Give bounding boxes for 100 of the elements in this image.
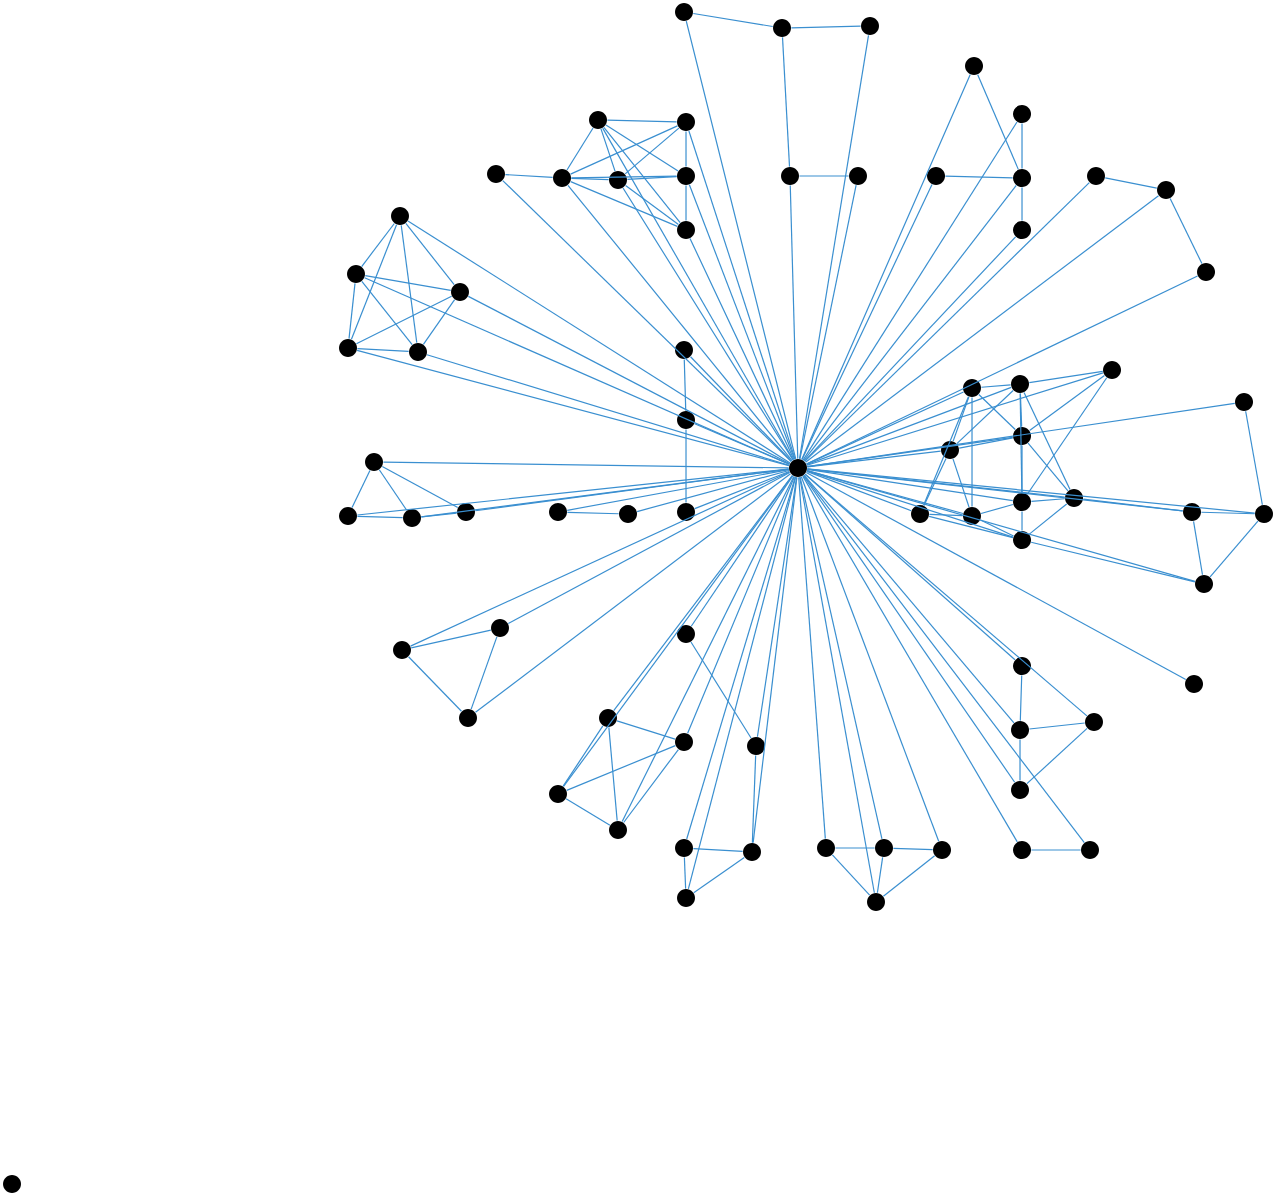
- edge-line: [804, 195, 1160, 463]
- edge-line: [798, 175, 850, 177]
- edge-line: [474, 468, 790, 512]
- edge-line: [1026, 727, 1088, 785]
- edge-line: [690, 475, 794, 627]
- edge-line: [602, 127, 794, 461]
- edge-line: [688, 130, 796, 460]
- node-dot: [963, 507, 981, 525]
- edge-line: [621, 475, 795, 823]
- edge-line: [1021, 122, 1023, 170]
- edge-line: [685, 130, 687, 168]
- node-dot: [743, 843, 761, 861]
- node-dot: [339, 507, 357, 525]
- edge-line: [606, 119, 678, 123]
- edge-line: [605, 124, 679, 172]
- node-dot: [675, 733, 693, 751]
- node-dot: [1185, 675, 1203, 693]
- edge-line: [566, 127, 594, 171]
- node-dot: [609, 821, 627, 839]
- edge-line: [603, 126, 681, 224]
- edge-line: [1027, 442, 1069, 492]
- node-dot: [1183, 503, 1201, 521]
- edge-line: [690, 641, 752, 739]
- node-dot: [391, 207, 409, 225]
- edge-line: [694, 423, 790, 465]
- node-dot: [963, 379, 981, 397]
- edge-line: [1030, 498, 1066, 502]
- edge-line: [600, 128, 616, 172]
- edge-line: [1028, 722, 1086, 730]
- edge-line: [474, 473, 792, 713]
- node-dot: [675, 341, 693, 359]
- edge-line: [692, 847, 744, 853]
- edge-line: [622, 187, 794, 461]
- edge-line: [1104, 177, 1158, 189]
- node-dot: [941, 441, 959, 459]
- edge-line: [790, 25, 862, 29]
- node-dot: [1087, 167, 1105, 185]
- node-dot: [677, 889, 695, 907]
- edge-line: [1028, 370, 1104, 384]
- edge-line: [502, 179, 792, 463]
- edge-line: [409, 471, 791, 647]
- edge-line: [687, 476, 795, 734]
- edge-line: [470, 636, 498, 710]
- edge-line: [608, 726, 618, 822]
- edge-line: [1029, 374, 1106, 432]
- edge-line: [507, 471, 791, 625]
- node-dot: [549, 785, 567, 803]
- node-dot: [1081, 841, 1099, 859]
- node-dot: [1235, 393, 1253, 411]
- edge-line: [566, 745, 676, 792]
- edge-line: [799, 476, 883, 840]
- edge-line: [566, 511, 620, 515]
- edge-line: [882, 855, 936, 897]
- edge-line: [356, 347, 410, 353]
- edge-line: [407, 220, 791, 464]
- edge-line: [804, 473, 1088, 717]
- edge-line: [798, 34, 870, 460]
- edge-line: [364, 275, 452, 291]
- node-dot: [1013, 105, 1031, 123]
- edge-line: [410, 629, 492, 649]
- edge-line: [980, 503, 1014, 515]
- node-dot: [965, 57, 983, 75]
- edge-line: [803, 474, 1085, 844]
- node-dot: [677, 167, 695, 185]
- edge-line: [752, 476, 798, 844]
- edge-line: [616, 720, 676, 740]
- node-dot: [875, 839, 893, 857]
- edge-line: [400, 224, 418, 344]
- node-dot: [677, 221, 695, 239]
- node-dot: [619, 505, 637, 523]
- node-dot: [393, 641, 411, 659]
- edge-line: [694, 470, 790, 510]
- node-dot: [1197, 263, 1215, 281]
- edge-line: [800, 476, 940, 842]
- edge-line: [356, 349, 790, 467]
- edge-line: [1021, 186, 1023, 222]
- node-dot: [789, 459, 807, 477]
- node-dot: [773, 19, 791, 37]
- edge-line: [1209, 520, 1259, 578]
- edge-line: [805, 275, 1199, 465]
- edge-line: [806, 372, 1104, 466]
- edge-line: [971, 396, 973, 508]
- node-dot: [1013, 427, 1031, 445]
- node-dot: [1013, 221, 1031, 239]
- edge-line: [806, 470, 912, 512]
- edge-line: [350, 224, 398, 340]
- node-dot: [1011, 781, 1029, 799]
- edge-line: [422, 299, 456, 345]
- edge-line: [613, 474, 793, 712]
- edge-line: [1169, 197, 1203, 265]
- node-dot: [1195, 575, 1213, 593]
- node-dot: [487, 165, 505, 183]
- edge-line: [923, 396, 970, 506]
- edge-line: [831, 854, 871, 896]
- edge-line: [956, 389, 1014, 445]
- node-dot: [459, 709, 477, 727]
- edge-line: [958, 437, 1014, 449]
- edge-line: [504, 173, 554, 179]
- node-dot: [849, 167, 867, 185]
- node-dot: [365, 453, 383, 471]
